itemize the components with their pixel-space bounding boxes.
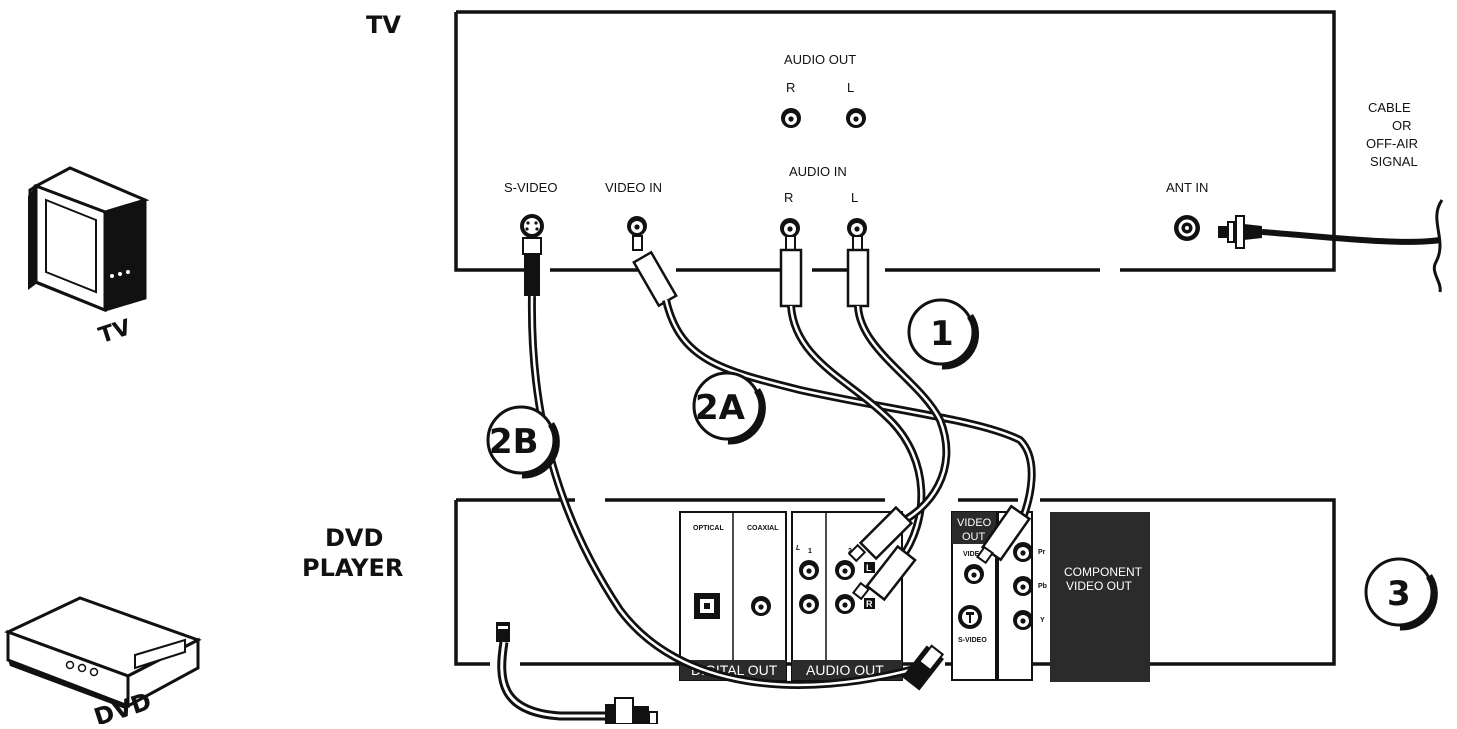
audio-l-mark: L: [796, 545, 800, 552]
l-badge: L: [864, 562, 875, 573]
dvd-illustration-icon: [4, 596, 202, 710]
tv-ant-in-jack[interactable]: [1174, 215, 1200, 241]
dvd-section-title-line-2: PLAYER: [302, 554, 403, 582]
tv-svideo-jack[interactable]: [520, 214, 544, 238]
pb-jack[interactable]: [1013, 576, 1033, 596]
signal-label-line-3: OFF-AIR: [1366, 136, 1418, 151]
audio-out-label: AUDIO OUT: [806, 662, 884, 678]
audio-r-cable: [779, 235, 926, 602]
pb-label: Pb: [1038, 583, 1047, 590]
signal-label-line-1: CABLE: [1368, 100, 1411, 115]
tv-audio-out-r-jack[interactable]: [781, 108, 801, 128]
ant-coax-cable: [1261, 229, 1441, 245]
pr-label: Pr: [1038, 549, 1046, 556]
optical-label: OPTICAL: [693, 525, 724, 532]
r-badge: R: [864, 598, 875, 609]
tv-back-panel: [454, 10, 1336, 272]
video-cable: [632, 235, 1036, 565]
tv-audio-out-r-label: R: [786, 80, 795, 95]
audio-out-2-r-jack[interactable]: [835, 594, 855, 614]
audio-ch2-label: 2: [848, 548, 852, 555]
ant-coax-connector: [1218, 215, 1262, 249]
coaxial-label: COAXIAL: [747, 525, 779, 532]
svg-text:L: L: [866, 563, 872, 573]
video-out-label-line-2: OUT: [962, 531, 986, 543]
tv-audio-out-l-label: L: [847, 80, 854, 95]
coaxial-jack[interactable]: [751, 596, 771, 616]
tv-audio-in-l-label: L: [851, 190, 858, 205]
svg-text:R: R: [866, 599, 873, 609]
y-label: Y: [1040, 617, 1045, 624]
svg-text:2B: 2B: [489, 422, 539, 462]
audio-l-cable: [846, 235, 951, 563]
tv-audio-in-label: AUDIO IN: [789, 164, 847, 179]
dvd-svideo-label: S-VIDEO: [958, 637, 987, 644]
tv-illustration-icon: [28, 166, 150, 313]
tv-svideo-label: S-VIDEO: [504, 180, 557, 195]
audio-out-1-l-jack[interactable]: [799, 560, 819, 580]
optical-port[interactable]: [694, 593, 720, 619]
cable-break-mark: [1432, 199, 1444, 293]
component-label-line-2: VIDEO OUT: [1066, 579, 1133, 593]
component-block: [1050, 512, 1150, 682]
tv-audio-out-l-jack[interactable]: [846, 108, 866, 128]
svg-text:2A: 2A: [695, 388, 746, 428]
svideo-cable: [522, 237, 945, 691]
tv-ant-in-label: ANT IN: [1166, 180, 1208, 195]
svg-text:3: 3: [1387, 574, 1411, 614]
signal-label-line-4: SIGNAL: [1370, 154, 1418, 169]
step-badge-3: 3: [1364, 557, 1438, 631]
video-label: VIDEO: [963, 551, 985, 558]
dvd-power-cord: [496, 622, 658, 725]
dvd-svideo-jack[interactable]: [958, 605, 982, 629]
tv-video-in-label: VIDEO IN: [605, 180, 662, 195]
dvd-video-out-jack[interactable]: [964, 564, 984, 584]
step-badge-2a: 2A: [692, 371, 766, 445]
pr-jack[interactable]: [1013, 542, 1033, 562]
tv-video-in-jack[interactable]: [627, 216, 647, 236]
step-badge-1: 1: [907, 298, 980, 370]
signal-label-line-2: OR: [1392, 118, 1412, 133]
dvd-section-title-line-1: DVD: [325, 524, 383, 552]
tv-section-title: TV: [366, 11, 401, 39]
component-label-line-1: COMPONENT: [1064, 565, 1143, 579]
svg-text:1: 1: [930, 314, 954, 354]
tv-icon-label: TV: [96, 315, 134, 349]
tv-audio-in-r-label: R: [784, 190, 793, 205]
video-out-label-line-1: VIDEO: [957, 517, 992, 529]
audio-ch1-label: 1: [808, 548, 812, 555]
audio-out-1-r-jack[interactable]: [799, 594, 819, 614]
audio-out-2-l-jack[interactable]: [835, 560, 855, 580]
tv-audio-out-label: AUDIO OUT: [784, 52, 856, 67]
y-jack[interactable]: [1013, 610, 1033, 630]
step-badge-2b: 2B: [486, 405, 560, 479]
